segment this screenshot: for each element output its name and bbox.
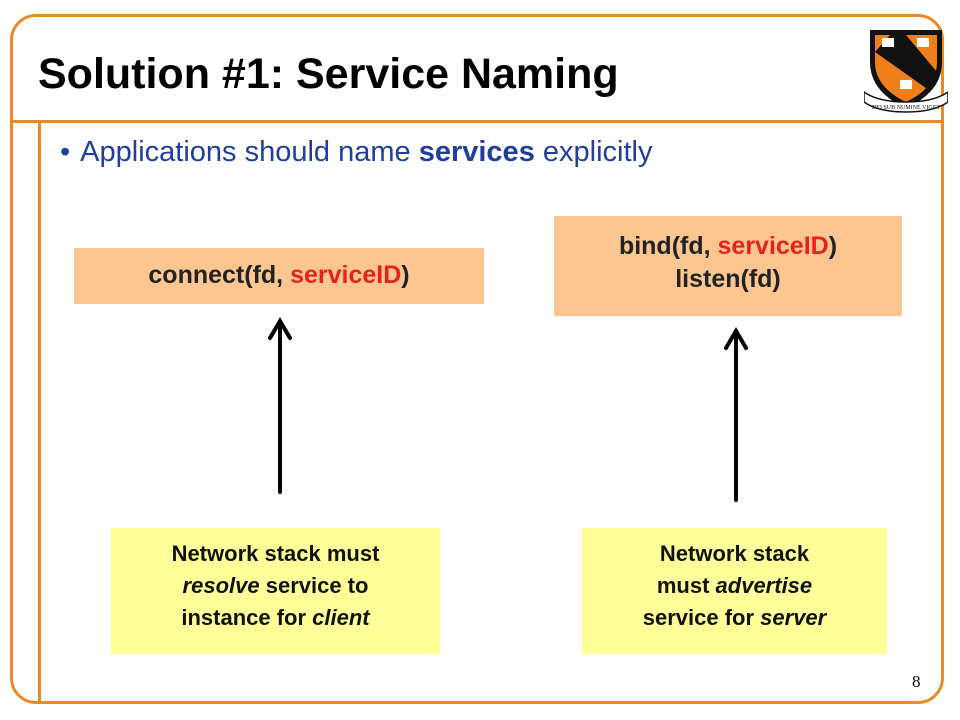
client-note-line-2: resolve service to [111, 570, 440, 602]
bind-suffix: ) [828, 232, 838, 260]
book-left-icon [882, 38, 894, 47]
server-call-box: bind(fd, serviceID) listen(fd) [554, 216, 902, 316]
client-note: Network stack must resolve service to in… [111, 528, 440, 654]
client-note-line-2-rest: service to [259, 573, 369, 598]
client-note-line-3: instance for client [111, 602, 440, 634]
client-note-line-1: Network stack must [171, 541, 380, 566]
book-right-icon [917, 38, 929, 47]
server-note: Network stack must advertise service for… [582, 528, 887, 654]
connect-suffix: ) [401, 261, 410, 289]
server-note-advertise: advertise [715, 573, 813, 598]
bullet-emphasis: services [418, 136, 535, 168]
server-note-line-2: must advertise [582, 570, 887, 602]
server-note-line-2-start: must [656, 573, 716, 598]
logo-ribbon [864, 91, 948, 113]
shield-chevron [875, 35, 937, 91]
bind-service-id: serviceID [717, 232, 829, 260]
left-divider [38, 122, 41, 703]
server-note-line-1: Network stack [659, 541, 810, 566]
shield-logo: DEI SUB NUMINE VIGET [864, 30, 948, 113]
client-note-client: client [312, 605, 370, 630]
bullet-text-before: Applications should name [80, 136, 419, 168]
logo-motto: DEI SUB NUMINE VIGET [872, 105, 940, 111]
bind-call: bind(fd, serviceID) [554, 230, 902, 263]
server-note-server: server [760, 605, 827, 630]
server-note-line-3: service for server [582, 602, 887, 634]
bullet-text-after: explicitly [534, 136, 653, 168]
book-bottom-icon [900, 80, 912, 89]
client-note-resolve: resolve [182, 573, 260, 598]
slide-frame [10, 14, 944, 704]
connect-prefix: connect(fd, [148, 261, 291, 289]
title-divider [12, 120, 943, 123]
bullet-point: • Applications should name services expli… [60, 136, 652, 169]
listen-call: listen(fd) [675, 265, 781, 293]
client-call-box: connect(fd, serviceID) [74, 248, 484, 304]
bind-prefix: bind(fd, [618, 232, 718, 260]
bullet-dot: • [60, 136, 71, 168]
page-number: 8 [912, 672, 921, 691]
client-note-line-3-start: instance for [181, 605, 313, 630]
connect-service-id: serviceID [290, 261, 402, 289]
server-note-line-3-start: service for [642, 605, 761, 630]
slide-title: Solution #1: Service Naming [38, 50, 619, 98]
